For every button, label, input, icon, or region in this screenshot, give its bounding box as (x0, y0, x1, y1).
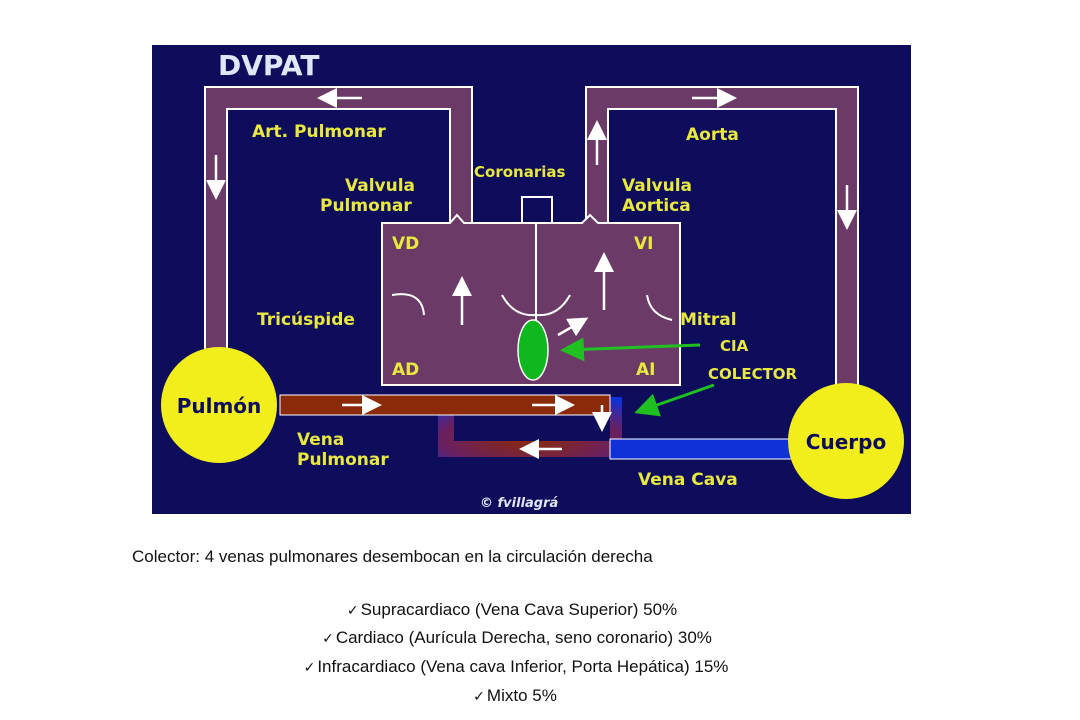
label-cuerpo: Cuerpo (806, 430, 886, 454)
label-vd: VD (392, 234, 419, 254)
check-icon: ✓ (322, 631, 334, 647)
list-item-text: Mixto 5% (486, 686, 557, 705)
check-icon: ✓ (346, 603, 359, 619)
label-valvula-pulmonar-1: Valvula (345, 176, 415, 196)
label-ai: AI (636, 360, 655, 380)
label-vena-pulmonar-1: Vena (297, 430, 344, 450)
check-icon: ✓ (473, 689, 485, 705)
list-item: ✓Cardiaco (Aurícula Derecha, seno corona… (322, 628, 712, 648)
label-vena-pulmonar-2: Pulmonar (297, 450, 389, 470)
list-item: ✓Mixto 5% (473, 686, 557, 706)
colector-description: Colector: 4 venas pulmonares desembocan … (132, 547, 653, 566)
colector-pointer (634, 383, 715, 417)
cia-pointer (560, 337, 701, 362)
collector-inner (454, 415, 610, 441)
diagram-title: DVPAT (218, 49, 319, 82)
label-colector: COLECTOR (708, 365, 798, 383)
list-item-text: Cardiaco (Aurícula Derecha, seno coronar… (335, 628, 712, 647)
label-valvula-aortica-2: Aortica (622, 196, 691, 216)
label-coronarias: Coronarias (474, 163, 565, 181)
credit-text: © fvillagrá (480, 496, 559, 511)
check-icon: ✓ (303, 660, 316, 676)
pulmon-circle (161, 347, 277, 463)
cia-defect (517, 319, 549, 381)
label-art-pulmonar: Art. Pulmonar (252, 122, 386, 142)
cuerpo-circle (788, 383, 904, 499)
flow-arrow (557, 317, 589, 337)
label-vi: VI (634, 234, 653, 254)
label-valvula-pulmonar-2: Pulmonar (320, 196, 412, 216)
septal-valve-cusp (501, 294, 571, 317)
list-item-text: Infracardiaco (Vena cava Inferior, Porta… (317, 657, 729, 676)
label-vena-cava: Vena Cava (638, 470, 738, 490)
label-cia: CIA (720, 337, 749, 355)
label-valvula-aortica-1: Valvula (622, 176, 692, 196)
label-mitral: Mitral (680, 310, 737, 330)
list-item-text: Supracardiaco (Vena Cava Superior) 50% (360, 600, 678, 619)
list-item: ✓Supracardiaco (Vena Cava Superior) 50% (347, 600, 677, 620)
label-ad: AD (392, 360, 419, 380)
label-aorta: Aorta (686, 125, 739, 145)
dvpat-diagram: DVPAT Art. Pulmonar Aorta Coronarias Val… (152, 45, 911, 514)
tricuspid-valve (391, 293, 425, 316)
label-tricuspide: Tricúspide (257, 310, 355, 330)
label-pulmon: Pulmón (177, 394, 262, 418)
list-item: ✓Infracardiaco (Vena cava Inferior, Port… (304, 657, 729, 677)
coronary-vessel (521, 196, 553, 223)
mitral-valve (646, 294, 673, 321)
